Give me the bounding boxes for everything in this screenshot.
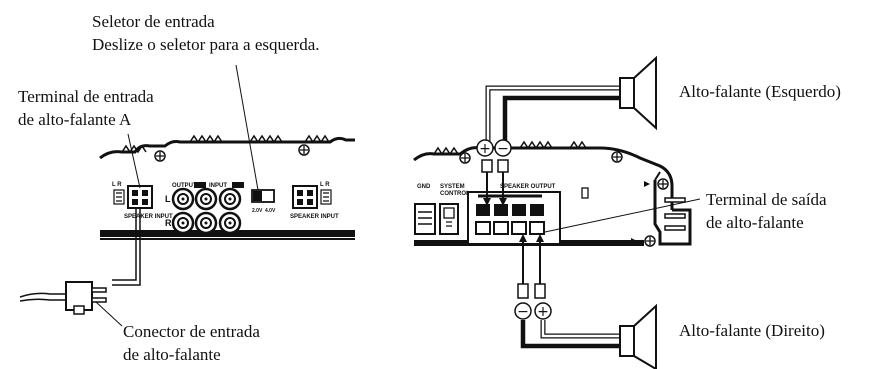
speaker-input-panel-label: SPEAKER INPUT [124, 214, 173, 220]
svg-text:+: + [479, 141, 491, 157]
speaker-input-terminal-a[interactable] [127, 185, 153, 209]
speaker-left-icon [619, 55, 657, 131]
speaker-input-terminal-label-2: de alto-falante A [18, 110, 132, 129]
rca-jack-input-1-r[interactable] [194, 211, 218, 235]
speaker-output-terminal-label-2: de alto-falante [706, 213, 804, 232]
connector-ch-labels: L R [112, 182, 122, 188]
right-amplifier-panel: GND SYSTEM CONTROL SPEAKER OUTPUT [413, 140, 692, 247]
channel-l-label: L [165, 194, 171, 204]
input-selector-instruction: Deslize o seletor para a esquerda. [92, 35, 320, 54]
switch-4v-label: 4.0V [265, 208, 276, 214]
input-selector-switch[interactable] [251, 189, 275, 203]
speaker-output-panel-label: SPEAKER OUTPUT [500, 184, 556, 190]
channel-r-label: R [165, 218, 172, 228]
small-connector-right [320, 189, 332, 205]
rca-jack-input-2-l[interactable] [218, 187, 242, 211]
rca-jack-output-r[interactable] [171, 211, 195, 235]
rca-jack-output-l[interactable] [171, 187, 195, 211]
speaker-left-label: Alto-falante (Esquerdo) [679, 82, 841, 101]
plus-sign-icon-right: + [534, 302, 552, 320]
system-control-label-1: SYSTEM [440, 184, 465, 190]
svg-text:−: − [517, 304, 529, 320]
input-panel-label: INPUT [209, 183, 227, 189]
speaker-right-label: Alto-falante (Direito) [679, 321, 825, 340]
small-connector-left [113, 189, 125, 205]
connector-ch-labels-right: L R [320, 182, 330, 188]
speaker-input-terminal-b[interactable] [292, 185, 318, 209]
speaker-input-connector-label-1: Conector de entrada [123, 322, 260, 341]
gnd-panel-label: GND [417, 184, 431, 190]
svg-text:+: + [537, 304, 549, 320]
speaker-output-terminal-block[interactable] [467, 191, 561, 245]
rca-jack-input-1-l[interactable] [194, 187, 218, 211]
left-amplifier-panel: L R SPEAKER INPUT OUTPUT INPUT L R [99, 134, 355, 240]
speaker-output-terminal-label-1: Terminal de saída [706, 190, 827, 209]
speaker-input-panel-label-right: SPEAKER INPUT [290, 214, 339, 220]
minus-sign-icon-right: − [514, 302, 532, 320]
minus-sign-icon: − [494, 139, 512, 157]
gnd-terminal[interactable] [414, 203, 436, 235]
input-selector-title: Seletor de entrada [92, 12, 215, 31]
svg-text:−: − [497, 141, 509, 157]
speaker-right-icon [619, 303, 657, 369]
speaker-input-connector-label-2: de alto-falante [123, 345, 221, 364]
switch-2v-label: 2.0V [252, 208, 263, 214]
system-control-label-2: CONTROL [440, 191, 470, 197]
system-control-terminal[interactable] [439, 203, 459, 235]
output-panel-label: OUTPUT [172, 183, 197, 189]
rca-jack-input-2-r[interactable] [218, 211, 242, 235]
speaker-right-wiring [517, 234, 620, 349]
speaker-left-wiring [481, 85, 620, 206]
plus-sign-icon: + [476, 139, 494, 157]
speaker-input-connector[interactable] [19, 208, 141, 315]
speaker-input-terminal-label-1: Terminal de entrada [18, 87, 154, 106]
